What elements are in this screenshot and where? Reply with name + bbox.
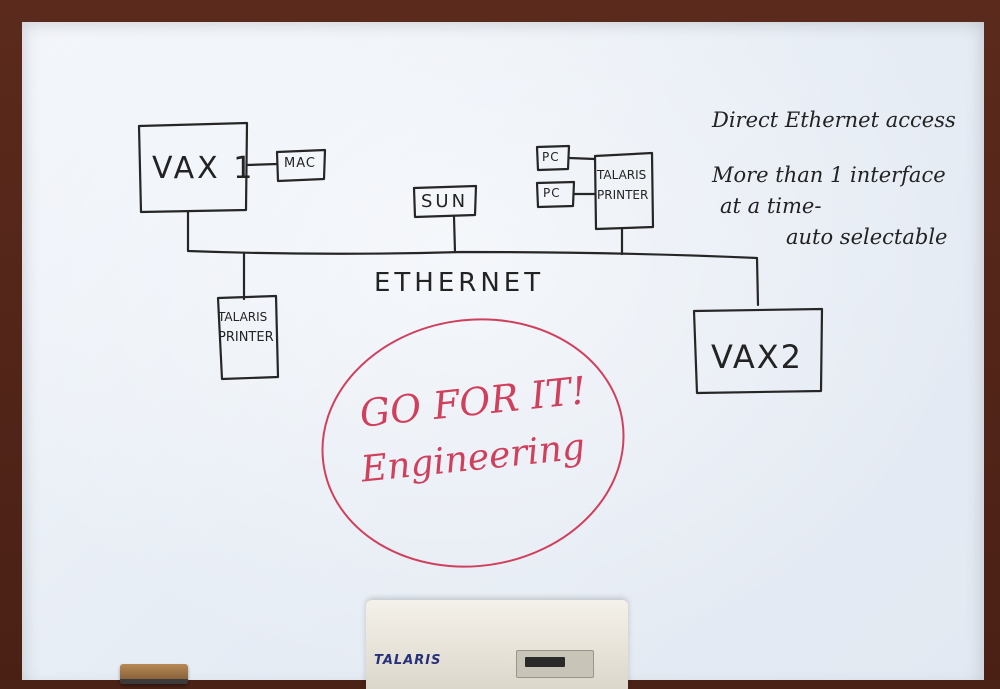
printer-brand-logo: TALARIS	[374, 652, 500, 670]
whiteboard: VAX 1 MAC SUN PC PC TALARIS PRINTER TALA…	[22, 22, 984, 689]
note-line-3: at a time-	[720, 194, 821, 218]
pc2-label: PC	[543, 186, 561, 200]
printer-display-slot	[516, 650, 594, 678]
eraser	[120, 664, 188, 684]
talaris-printer-device: TALARIS	[366, 600, 628, 689]
eraser-felt	[120, 679, 188, 684]
note-line-4: auto selectable	[786, 225, 947, 249]
note-line-2: More than 1 interface	[712, 163, 946, 187]
sun-label: SUN	[421, 191, 468, 212]
sun-drop	[454, 217, 455, 252]
talaris-left-label-line1: TALARIS	[218, 310, 267, 324]
ethernet-label: ETHERNET	[374, 268, 544, 298]
vax2-label: VAX2	[711, 338, 803, 376]
pc1-label: PC	[542, 150, 560, 164]
printer-display-window	[525, 657, 565, 667]
talaris-left-label-line2: PRINTER	[218, 330, 274, 345]
talaris-top-label-line1: TALARIS	[597, 168, 646, 182]
talaris-top-label-line2: PRINTER	[597, 188, 648, 202]
mac-label: MAC	[284, 156, 316, 171]
vax1-label: VAX 1	[152, 151, 255, 186]
note-line-1: Direct Ethernet access	[712, 108, 956, 132]
